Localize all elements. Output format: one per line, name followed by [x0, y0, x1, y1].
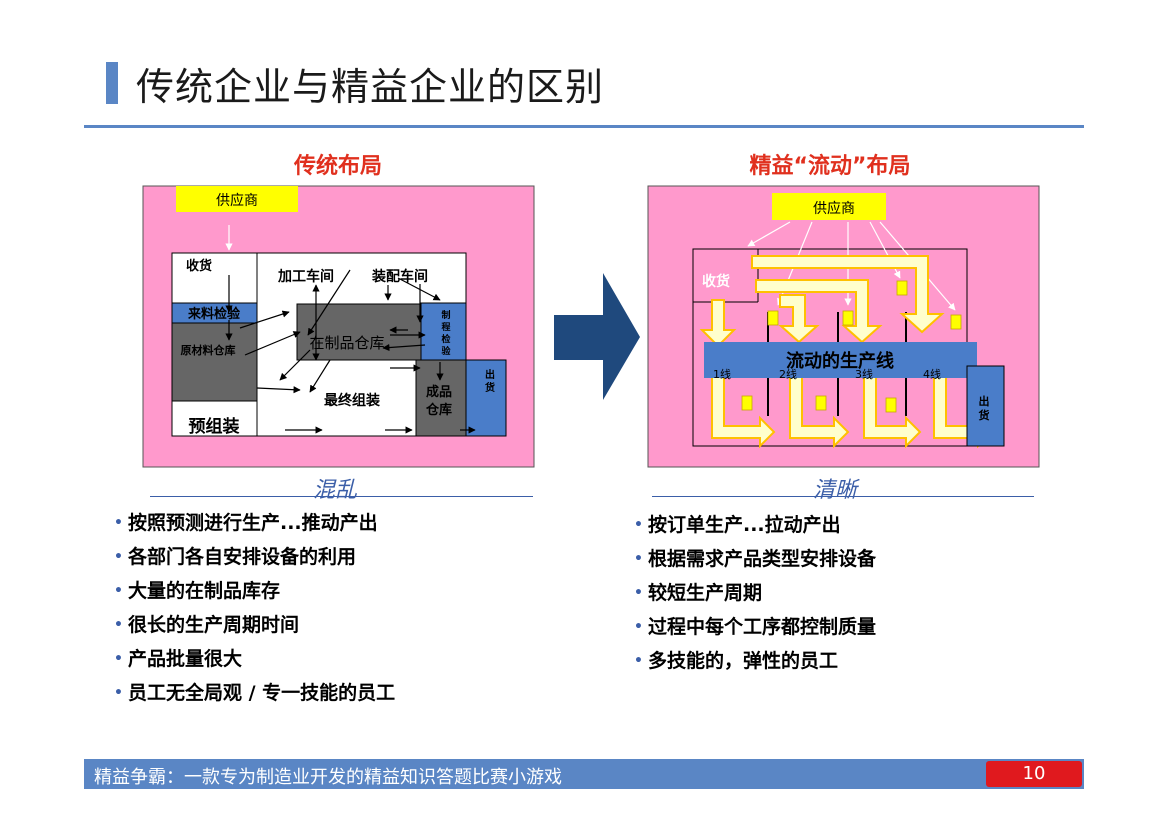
right-line-4: 4线	[923, 367, 941, 381]
left-process-check-4: 验	[441, 345, 451, 357]
right-flow-line-bar	[704, 342, 977, 378]
left-wip-store-box	[296, 303, 432, 361]
right-bullet: •过程中每个工序都控制质量	[634, 616, 877, 638]
left-shipping-1: 出	[485, 368, 495, 381]
left-process-check-3: 检	[441, 333, 450, 345]
right-supplier-label: 供应商	[813, 200, 855, 217]
right-flow-arrows	[699, 255, 994, 449]
left-bullet: •各部门各自安排设备的利用	[114, 546, 357, 568]
traditional-layout-diagram: 供应商 收货 来料检验 原材料仓库 加工车间 装配车间 在制品仓库 制 程 检 …	[142, 185, 535, 468]
left-bullet: •大量的在制品库存	[114, 580, 281, 602]
left-final-assembly-label: 最终组装	[324, 392, 381, 409]
left-bullet: •员工无全局观 / 专一技能的员工	[114, 682, 396, 704]
right-bullet: •较短生产周期	[634, 582, 763, 604]
left-shipping-2: 货	[485, 381, 495, 394]
left-process-check-2: 程	[441, 321, 450, 333]
right-bullet: •根据需求产品类型安排设备	[634, 548, 877, 570]
right-bullet-list: •按订单生产...拉动产出 •根据需求产品类型安排设备 •较短生产周期 •过程中…	[634, 510, 876, 680]
left-receiving-label: 收货	[186, 258, 212, 274]
left-fg-store-label-2: 仓库	[425, 402, 452, 418]
right-heading: 精益“流动”布局	[749, 154, 911, 179]
left-fg-store-box	[415, 359, 467, 437]
left-bullet: •按照预测进行生产...推动产出	[114, 512, 378, 534]
left-inspection-label: 来料检验	[187, 306, 241, 322]
left-chaos-arrows	[225, 269, 476, 434]
left-caption-rule	[150, 496, 533, 497]
left-raw-store-box	[171, 322, 258, 402]
left-bullet: •产品批量很大	[114, 648, 243, 670]
right-shipping-1: 出	[979, 394, 990, 408]
left-bullet-list: •按照预测进行生产...推动产出 •各部门各自安排设备的利用 •大量的在制品库存…	[114, 508, 395, 712]
left-assembly-shop-label: 装配车间	[371, 268, 428, 285]
right-shipping-box	[966, 365, 1005, 447]
transition-arrow	[554, 273, 640, 400]
left-process-check-1: 制	[441, 309, 450, 321]
left-caption: 混乱	[312, 478, 357, 503]
right-caption: 清晰	[812, 478, 857, 503]
title-divider	[84, 125, 1084, 128]
right-line-3: 3线	[855, 367, 873, 381]
title-accent-bar	[106, 62, 118, 104]
right-shipping-2: 货	[978, 408, 990, 422]
right-flow-line-label: 流动的生产线	[786, 350, 894, 372]
right-bullet: •按订单生产...拉动产出	[634, 514, 841, 536]
right-caption-rule	[652, 496, 1034, 497]
right-line-1: 1线	[713, 367, 731, 381]
left-supplier-box	[176, 186, 298, 212]
page-title: 传统企业与精益企业的区别	[136, 65, 605, 109]
right-work-cells	[741, 280, 962, 413]
footer-bar	[84, 759, 1084, 789]
left-shipping-box	[465, 359, 507, 437]
left-heading: 传统布局	[293, 154, 382, 179]
left-pre-assembly-label: 预组装	[189, 416, 240, 437]
left-raw-store-label: 原材料仓库	[181, 343, 236, 357]
footer-text: 精益争霸：一款专为制造业开发的精益知识答题比赛小游戏	[94, 767, 562, 788]
right-supplier-box	[772, 193, 886, 220]
left-pre-assembly-box	[171, 400, 258, 437]
right-receiving-label: 收货	[702, 273, 730, 290]
left-fg-store-label-1: 成品	[426, 384, 452, 400]
right-line-2: 2线	[779, 367, 797, 381]
left-supplier-label: 供应商	[216, 192, 258, 209]
left-wip-store-label: 在制品仓库	[309, 334, 384, 352]
left-machining-label: 加工车间	[277, 268, 334, 285]
page-number-badge: 10	[986, 761, 1082, 787]
right-bullet: •多技能的，弹性的员工	[634, 650, 839, 672]
left-bullet: •很长的生产周期时间	[114, 614, 300, 636]
lean-flow-layout-diagram: 供应商 收货	[647, 185, 1040, 468]
